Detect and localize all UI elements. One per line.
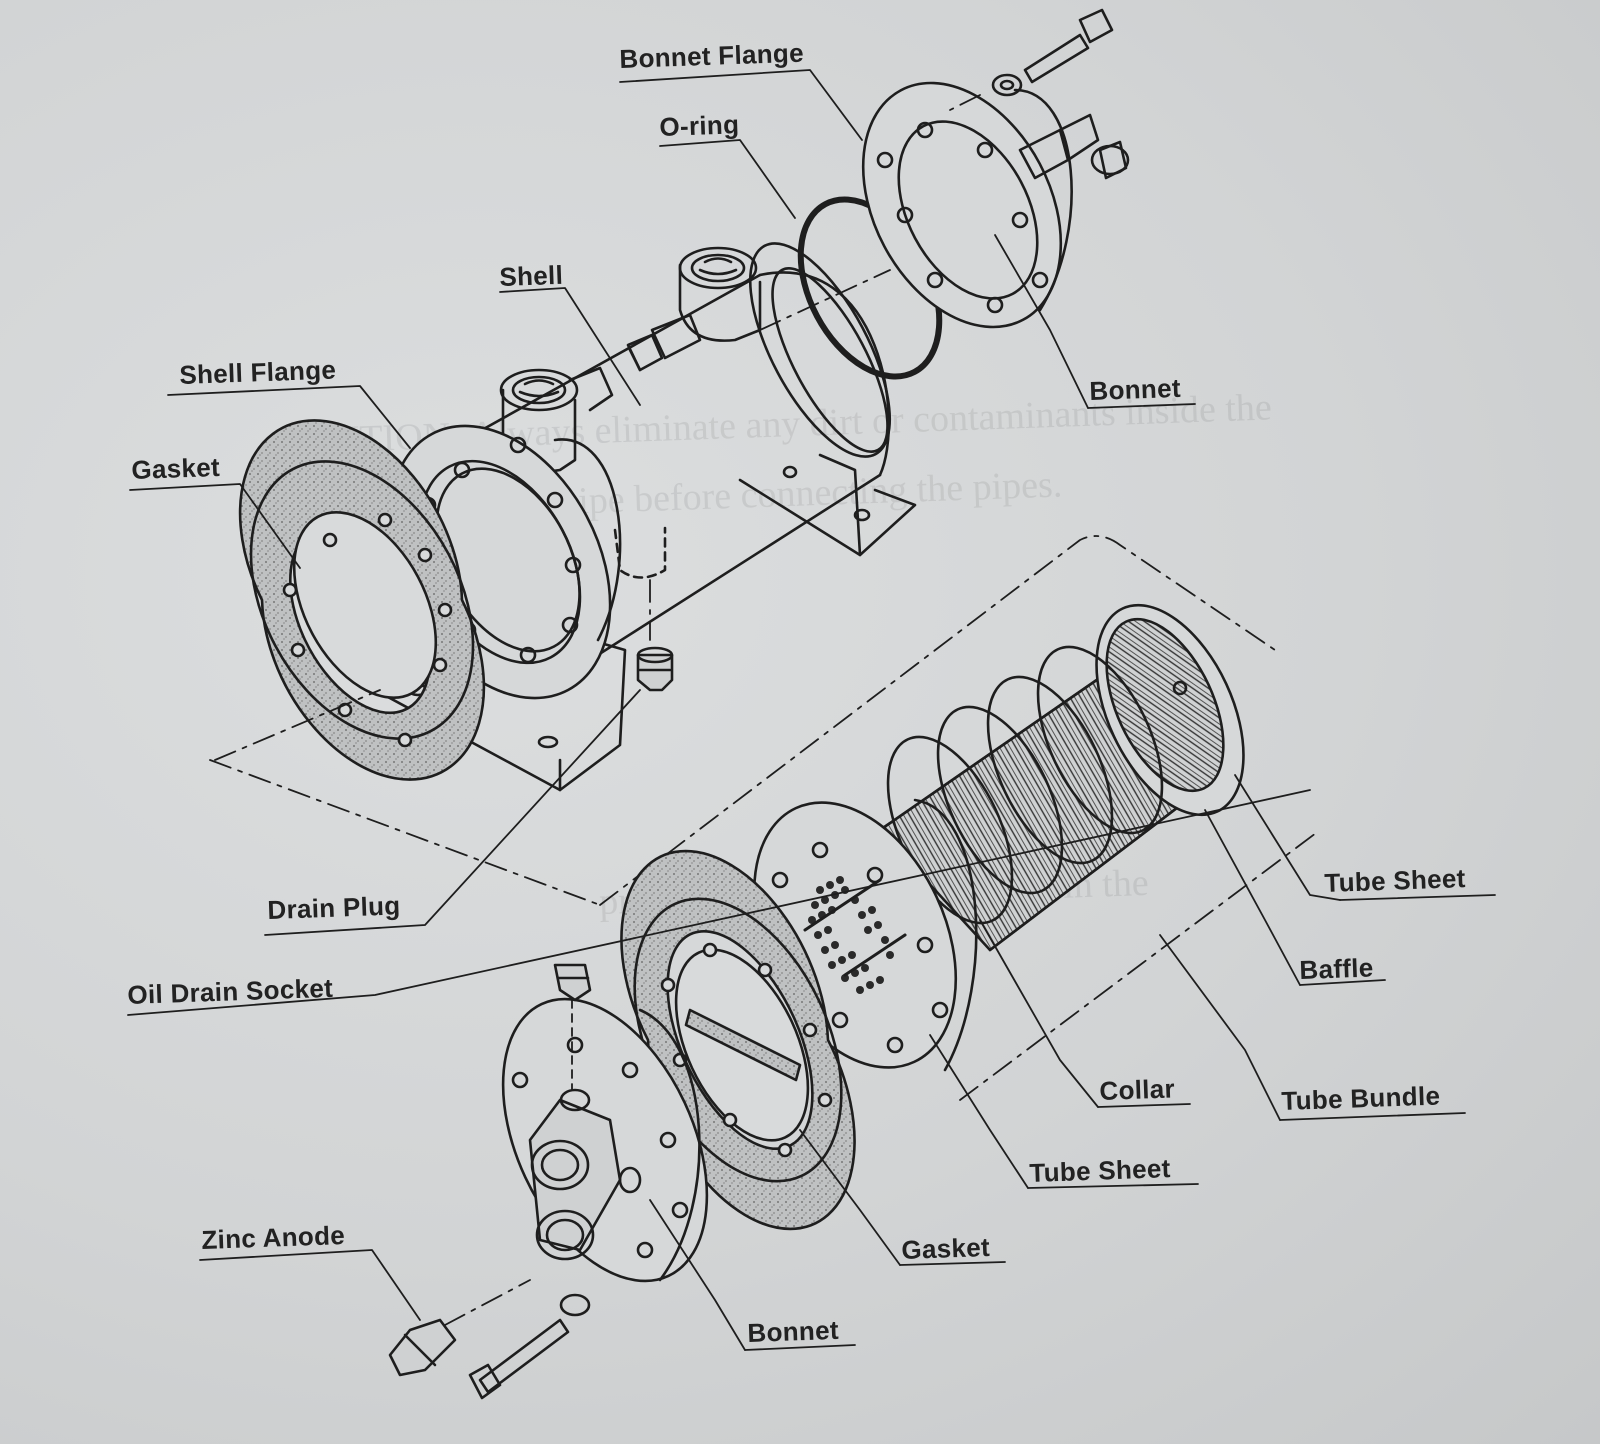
label-baffle: Baffle: [1298, 952, 1374, 986]
bonnet-hardware-upper: [991, 8, 1130, 180]
shell-fitting: [568, 313, 702, 412]
label-shell-flange: Shell Flange: [178, 354, 337, 391]
label-gasket-upper: Gasket: [130, 451, 221, 486]
label-drain-plug: Drain Plug: [266, 890, 401, 926]
gasket-upper: [238, 419, 486, 781]
label-tube-sheet-right: Tube Sheet: [1323, 863, 1467, 899]
label-bonnet-upper: Bonnet: [1088, 372, 1182, 407]
center-line: [209, 94, 1321, 1101]
leader-lines: [127, 69, 1496, 1351]
label-gasket-lower: Gasket: [900, 1231, 991, 1266]
label-o-ring: O-ring: [658, 109, 740, 143]
bolt-lower: [468, 1293, 591, 1400]
baffle: [886, 645, 1164, 925]
label-tube-bundle: Tube Bundle: [1280, 1080, 1441, 1117]
label-bonnet-flange: Bonnet Flange: [618, 37, 805, 75]
label-collar: Collar: [1098, 1073, 1176, 1107]
label-zinc-anode: Zinc Anode: [200, 1220, 346, 1256]
label-shell: Shell: [498, 259, 564, 293]
bonnet-plug: [553, 963, 592, 1091]
bonnet-flange-upper: [861, 81, 1073, 329]
drain-plug: [636, 646, 674, 692]
label-bonnet-lower: Bonnet: [746, 1314, 840, 1349]
label-tube-sheet-bottom: Tube Sheet: [1028, 1153, 1172, 1189]
zinc-anode-part: [388, 1279, 531, 1377]
